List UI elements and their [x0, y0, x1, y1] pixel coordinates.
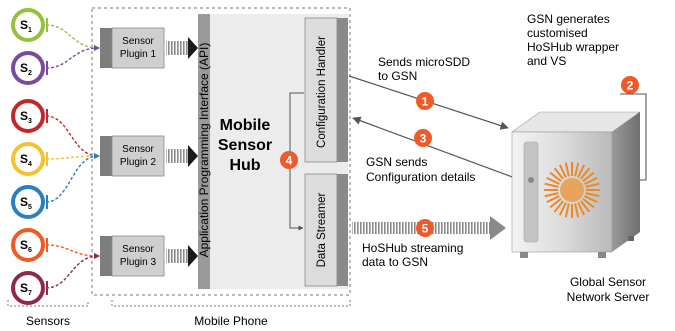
sensor-link: [45, 244, 99, 257]
svg-text:1: 1: [422, 95, 429, 109]
svg-text:5: 5: [422, 222, 429, 236]
sensor-link: [45, 155, 99, 160]
plugin-label-line1: Sensor: [122, 144, 154, 155]
server-burst-ray: [564, 203, 570, 218]
sensor-link-arrowhead: [94, 253, 100, 259]
server-burst-ray: [544, 192, 559, 198]
step-3-badge: 3: [414, 129, 432, 147]
server-burst-ray: [579, 167, 591, 180]
server-burst-ray: [546, 195, 560, 204]
server-burst-ray: [574, 203, 580, 218]
configuration-handler: Configuration Handler: [304, 17, 348, 163]
server-burst-ray: [549, 197, 562, 209]
sensor-node: [11, 142, 45, 176]
server-label-line2: Network Server: [567, 290, 650, 304]
api-label: Application Programming Interface (API): [197, 43, 211, 258]
step-2-text-line1: GSN generates: [527, 12, 610, 26]
sensor-plugin-1: Sensor Plugin 1: [100, 27, 165, 69]
plugin-label-line2: Plugin 2: [120, 157, 157, 168]
send-config-arrow: [352, 116, 516, 179]
server-burst-ray: [558, 164, 567, 178]
server-burst-ray: [584, 176, 598, 185]
sensor-node: [11, 8, 45, 42]
plugin-label-line2: Plugin 1: [120, 49, 157, 60]
server-burst-ray: [549, 171, 562, 183]
step-4-badge: 4: [280, 151, 298, 169]
plugin-label-line1: Sensor: [122, 36, 154, 47]
server-burst-ray: [577, 202, 586, 216]
server-burst-ray: [579, 200, 591, 213]
data-streamer-label: Data Streamer: [316, 192, 328, 267]
svg-text:3: 3: [420, 132, 427, 146]
sensor-link: [45, 24, 99, 49]
api-bar: [198, 14, 210, 289]
server-burst-ray: [564, 162, 570, 177]
server-burst-ray: [582, 171, 595, 183]
step-5-badge: 5: [416, 219, 434, 237]
server-burst-ray: [585, 182, 600, 188]
server-burst-ray: [544, 182, 559, 188]
hub-label-line3: Hub: [229, 157, 260, 174]
sensors-caption: Sensors: [26, 314, 70, 328]
step-2-text-line4: and VS: [527, 54, 566, 68]
mobile-phone-boundary: [91, 7, 351, 296]
sensor-plugin-2: Sensor Plugin 2: [100, 135, 165, 177]
config-handler-label: Configuration Handler: [316, 36, 328, 148]
step-5-text-line2: data to GSN: [362, 255, 428, 269]
step-2-badge: 2: [621, 76, 639, 94]
step-5-text-line1: HoSHub streaming: [362, 241, 463, 255]
server-burst-ray: [558, 202, 567, 216]
hub-label-line1: Mobile: [220, 117, 271, 134]
server-burst-ray: [582, 197, 595, 209]
plugin-label-line1: Sensor: [122, 244, 154, 255]
sensor-link-arrowhead: [94, 153, 100, 159]
server-burst-ray: [553, 167, 565, 180]
step-2-text-line3: HoSHub wrapper: [527, 40, 619, 54]
server-label-line1: Global Sensor: [570, 275, 646, 289]
step-1-badge: 1: [416, 92, 434, 110]
server-burst-ray: [584, 195, 598, 204]
sensor-node: [11, 271, 45, 305]
svg-text:4: 4: [286, 154, 293, 168]
sensor-link: [45, 115, 99, 157]
server-burst-ray: [577, 164, 586, 178]
step-3-text-line1: GSN sends: [366, 155, 427, 169]
sensor-node: [11, 51, 45, 85]
sensors-bracket: [7, 300, 89, 307]
sensor-plugin-3: Sensor Plugin 3: [100, 235, 165, 277]
plugin-label-line2: Plugin 3: [120, 257, 157, 268]
phone-caption: Mobile Phone: [194, 314, 268, 328]
sensor-node: [11, 185, 45, 219]
phone-bracket: [111, 300, 351, 307]
sensor-node: [11, 99, 45, 133]
sensor-link: [45, 255, 99, 289]
sensor-link: [45, 155, 99, 203]
server-burst-ray: [553, 200, 565, 213]
svg-text:2: 2: [627, 79, 634, 93]
step-2-text-line2: customised: [527, 26, 588, 40]
sensor-link: [45, 47, 99, 69]
step-1-text-line2: to GSN: [378, 69, 417, 83]
step-1-text-line1: Sends microSDD: [378, 55, 470, 69]
data-streamer: Data Streamer: [304, 173, 348, 287]
sensor-link-arrowhead: [94, 45, 100, 51]
server-burst-ray: [574, 162, 580, 177]
gsn-server-icon: [511, 111, 641, 258]
hub-label-line2: Sensor: [218, 137, 272, 154]
server-burst-ray: [585, 192, 600, 198]
step-3-text-line2: Configuration details: [366, 170, 475, 184]
server-burst-ray: [546, 176, 560, 185]
plugin-arrows: [166, 37, 198, 267]
sensor-node: [11, 228, 45, 262]
